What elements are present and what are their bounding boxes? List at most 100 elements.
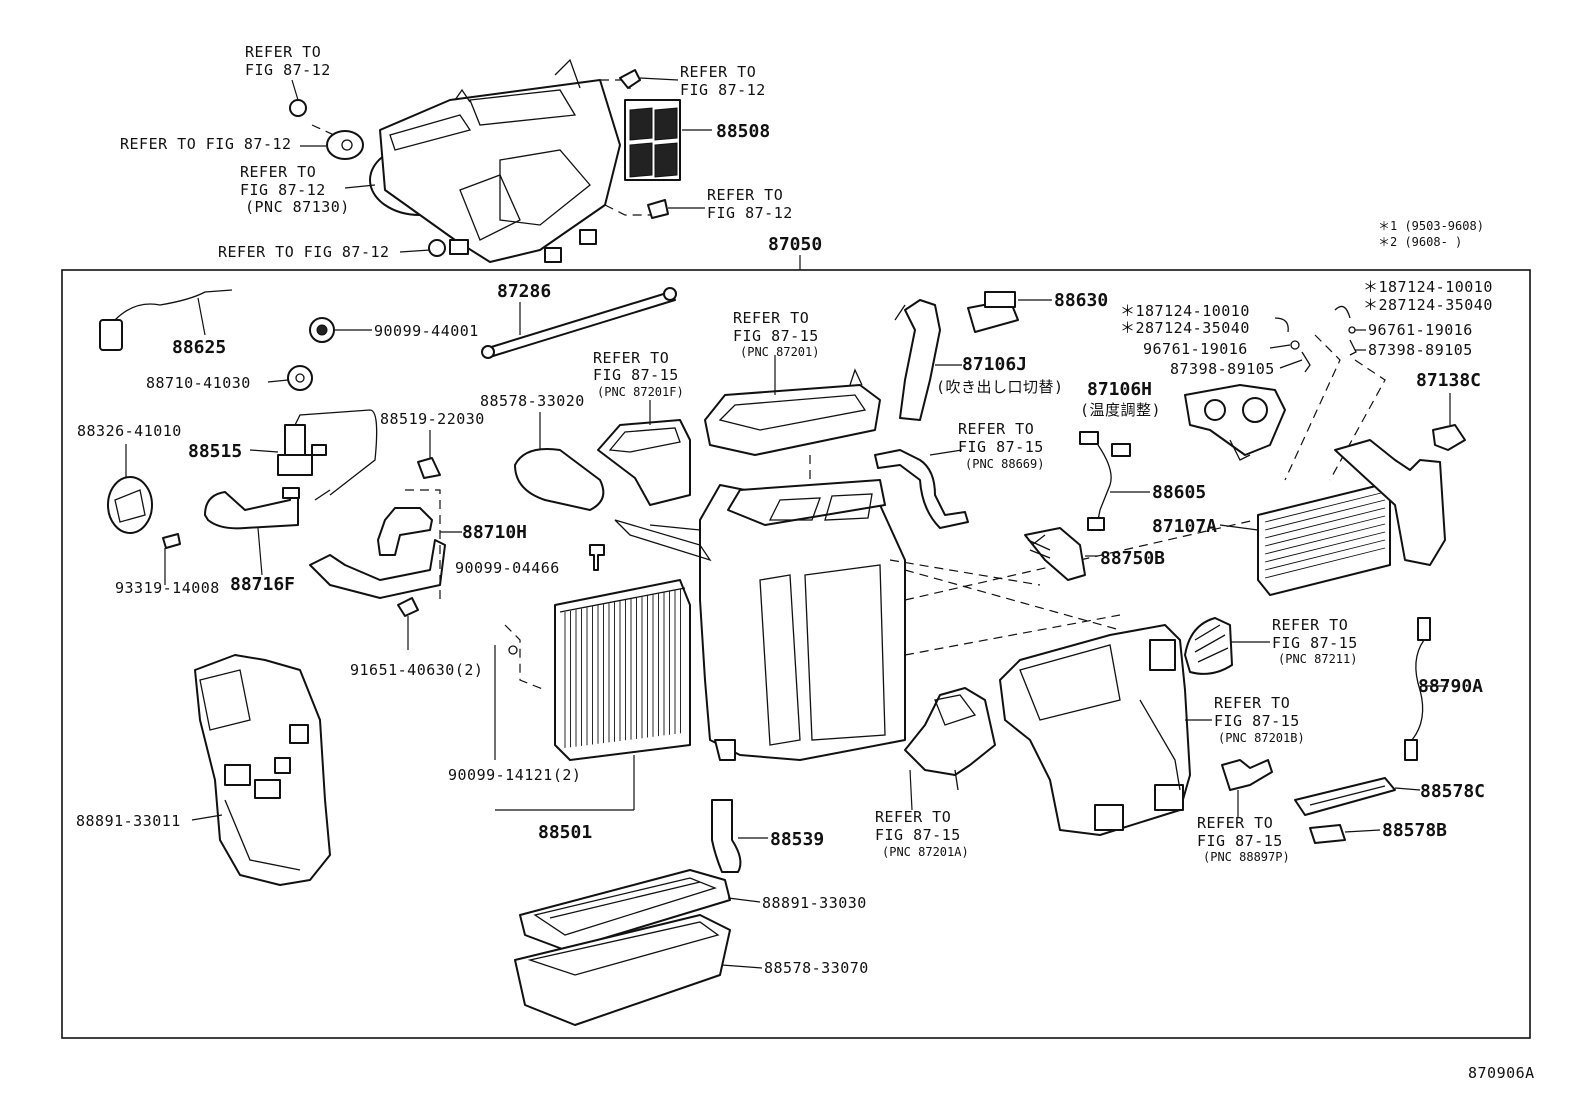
upper-heater-unit bbox=[369, 58, 621, 263]
label-90099-04466: 90099-04466 bbox=[455, 559, 560, 577]
ref-top-3a: REFER TO bbox=[240, 163, 316, 181]
bolt-93319 bbox=[162, 533, 181, 549]
heater-case-right bbox=[999, 624, 1191, 836]
label-87106J: 87106J bbox=[962, 354, 1027, 375]
label-90099-44001: 90099-44001 bbox=[374, 322, 479, 340]
ref-r-1a: REFER TO bbox=[1272, 616, 1348, 634]
screw-top-2 bbox=[619, 69, 641, 89]
label-88716F: 88716F bbox=[230, 574, 295, 595]
label-88750B: 88750B bbox=[1100, 548, 1165, 569]
tray-88891-33030 bbox=[519, 869, 731, 951]
ref-r-3a: REFER TO bbox=[1197, 814, 1273, 832]
label-88578-33020: 88578-33020 bbox=[480, 392, 585, 410]
label-88326-41010: 88326-41010 bbox=[77, 422, 182, 440]
heater-core-fin bbox=[1264, 547, 1386, 579]
ref-b-1b: FIG 87-15 bbox=[875, 826, 961, 844]
label-88578B: 88578B bbox=[1382, 820, 1447, 841]
heater-core-fin bbox=[1264, 523, 1386, 555]
label-88710-41030: 88710-41030 bbox=[146, 374, 251, 392]
ref-mid-2c: (PNC 87201) bbox=[740, 345, 819, 359]
ref-top-6b: FIG 87-12 bbox=[707, 204, 793, 222]
heater-core-fin bbox=[1264, 491, 1386, 523]
label-93319-14008: 93319-14008 bbox=[115, 579, 220, 597]
label-90099-14121: 90099-14121(2) bbox=[448, 766, 581, 784]
ref-b-1c: (PNC 87201A) bbox=[882, 845, 969, 859]
evaporator-88501 bbox=[554, 579, 691, 761]
label-88578C: 88578C bbox=[1420, 781, 1485, 802]
ref-r-2b: FIG 87-15 bbox=[1214, 712, 1300, 730]
label-96761-19016-a: 96761-19016 bbox=[1143, 340, 1248, 358]
ref-top-3b: FIG 87-12 bbox=[240, 181, 326, 199]
label-87138C: 87138C bbox=[1416, 370, 1481, 391]
note-1: ＊1 (9503-9608) bbox=[1378, 219, 1484, 233]
valve-88515 bbox=[277, 409, 378, 501]
clip-90099-44001 bbox=[309, 317, 335, 343]
ref-top-1a: REFER TO bbox=[245, 43, 321, 61]
clips-87124-a bbox=[1274, 317, 1311, 373]
seal-88578B bbox=[1309, 824, 1346, 844]
assembly-box bbox=[61, 269, 1531, 1039]
ref-r-2c: (PNC 87201B) bbox=[1218, 731, 1305, 745]
duct-87201F bbox=[597, 419, 691, 506]
ref-mid-1b: FIG 87-15 bbox=[593, 366, 679, 384]
label-88578-33070: 88578-33070 bbox=[764, 959, 869, 977]
ref-top-3c: (PNC 87130) bbox=[245, 198, 350, 216]
resistor-88750B bbox=[1024, 527, 1086, 581]
label-88519-22030: 88519-22030 bbox=[380, 410, 485, 428]
label-87106J-jp: (吹き出し口切替) bbox=[936, 378, 1064, 396]
note-2: ＊2 (9608- ) bbox=[1378, 235, 1462, 249]
label-88539: 88539 bbox=[770, 829, 824, 850]
label-87124-10010-b: ＊187124-10010 bbox=[1363, 278, 1493, 296]
ref-mid-1a: REFER TO bbox=[593, 349, 669, 367]
ref-r-3c: (PNC 88897P) bbox=[1203, 850, 1290, 864]
filter-88508 bbox=[624, 99, 681, 181]
heater-core-87107A bbox=[1257, 439, 1446, 596]
ref-top-4: REFER TO FIG 87-12 bbox=[218, 243, 390, 261]
label-87124-35040-b: ＊287124-35040 bbox=[1363, 296, 1493, 314]
heater-core-fin bbox=[1264, 499, 1386, 531]
heater-core-fin bbox=[1264, 507, 1386, 539]
hose-88539 bbox=[711, 799, 742, 873]
evaporator-fins bbox=[564, 588, 681, 748]
tray-88578-33070 bbox=[514, 914, 731, 1026]
pipe-88710H bbox=[309, 507, 446, 599]
label-87050: 87050 bbox=[768, 234, 822, 255]
label-88605: 88605 bbox=[1152, 482, 1206, 503]
ref-top-6a: REFER TO bbox=[707, 186, 783, 204]
label-87124-10010-a: ＊187124-10010 bbox=[1120, 302, 1250, 320]
clips-87124-b bbox=[1334, 305, 1357, 356]
cap-87211 bbox=[1184, 617, 1233, 675]
harness-88605 bbox=[1079, 431, 1131, 531]
grommet-top bbox=[326, 130, 364, 160]
servo-87106H bbox=[1184, 384, 1286, 461]
heater-core-fin bbox=[1264, 515, 1386, 547]
seal-88578C bbox=[1294, 777, 1396, 816]
label-88630: 88630 bbox=[1054, 290, 1108, 311]
ref-mid-1c: (PNC 87201F) bbox=[597, 385, 684, 399]
sensor-88625 bbox=[99, 289, 233, 351]
label-87398-89105-b: 87398-89105 bbox=[1368, 341, 1473, 359]
label-87286: 87286 bbox=[497, 281, 551, 302]
sensor-88790A bbox=[1404, 617, 1431, 761]
sensor-88630 bbox=[967, 291, 1019, 333]
label-87398-89105-a: 87398-89105 bbox=[1170, 360, 1275, 378]
duct-87201 bbox=[704, 368, 881, 456]
screw-top-3 bbox=[647, 199, 669, 219]
label-88508: 88508 bbox=[716, 121, 770, 142]
screw-top-1 bbox=[289, 99, 307, 117]
ref-top-5b: FIG 87-12 bbox=[680, 81, 766, 99]
heater-case-lower bbox=[614, 479, 906, 761]
ref-top-1b: FIG 87-12 bbox=[245, 61, 331, 79]
link-87106J bbox=[894, 299, 941, 421]
label-88515: 88515 bbox=[188, 441, 242, 462]
label-87106H-jp: (温度調整) bbox=[1080, 401, 1161, 419]
label-88625: 88625 bbox=[172, 337, 226, 358]
label-88710H: 88710H bbox=[462, 522, 527, 543]
ref-r-2a: REFER TO bbox=[1214, 694, 1290, 712]
ref-mid-3a: REFER TO bbox=[958, 420, 1034, 438]
label-96761-19016-b: 96761-19016 bbox=[1368, 321, 1473, 339]
ref-top-2: REFER TO FIG 87-12 bbox=[120, 135, 292, 153]
label-87106H: 87106H bbox=[1087, 379, 1152, 400]
screw-90099-04466 bbox=[589, 544, 605, 571]
